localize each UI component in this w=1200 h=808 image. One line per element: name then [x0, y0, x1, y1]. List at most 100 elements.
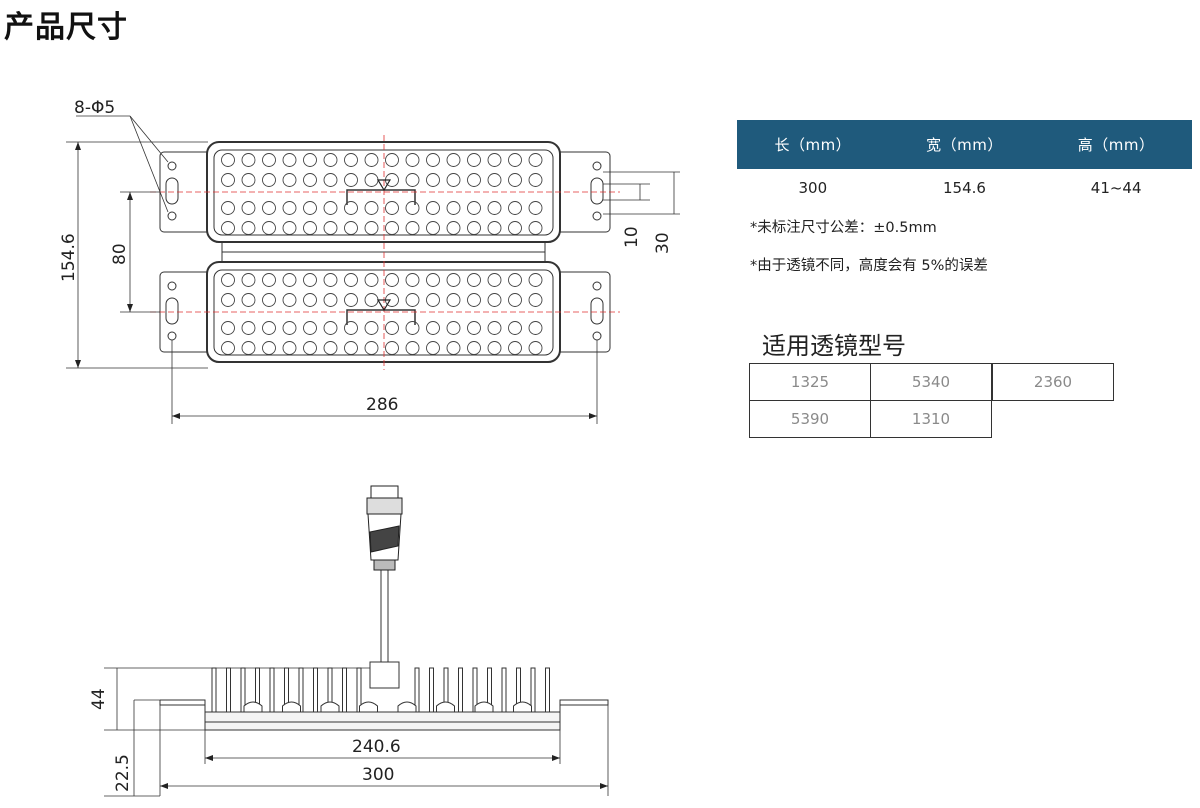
lens-cell-mark [262, 201, 276, 215]
lens-cell-mark [385, 273, 399, 287]
lens-cell-mark [385, 221, 399, 235]
lens-cell-mark [385, 341, 399, 355]
heat-fin [342, 667, 347, 713]
header-length: 长（mm） [737, 120, 889, 169]
lens-cell-mark [282, 321, 297, 335]
label-side-height: 44 [89, 688, 109, 710]
lens-cell-mark [241, 201, 256, 215]
lens-cell-mark [364, 153, 379, 167]
lens-cell-mark [323, 173, 338, 187]
lens-model-cell: 1310 [870, 400, 992, 438]
lens-cell-mark [467, 321, 481, 335]
lens-cell-mark [528, 153, 543, 167]
lens-cell-mark [282, 341, 297, 355]
lens-cell-mark [364, 201, 379, 215]
lens-cell-mark [405, 273, 420, 287]
lens-cell-mark [221, 341, 235, 355]
lens-cell-mark [426, 293, 440, 307]
lens-model-cell: 5390 [749, 400, 871, 438]
spec-table: 长（mm） 宽（mm） 高（mm） 300 154.6 41~44 [737, 120, 1192, 207]
lens-cell-mark [344, 201, 358, 215]
lens-cell-mark [303, 321, 317, 335]
lens-cell-mark [426, 321, 440, 335]
lens-cell-mark [262, 341, 276, 355]
mount-hole [167, 331, 177, 341]
lens-cell-mark [262, 221, 276, 235]
lens-cell-mark [262, 173, 276, 187]
lens-cell-mark [508, 321, 522, 335]
lens-cell-mark [303, 273, 317, 287]
lens-cell-mark [446, 341, 461, 355]
heat-fin [211, 667, 217, 713]
lens-cell-mark [426, 153, 440, 167]
lens-cell-mark [323, 221, 338, 235]
page-title: 产品尺寸 [4, 10, 128, 45]
lens-cell-mark [385, 321, 399, 335]
lens-cell-mark [467, 293, 481, 307]
lens-model-cell: 5340 [870, 363, 992, 401]
mount-hole [592, 331, 602, 341]
lens-cell-mark [221, 221, 235, 235]
lens-cell-mark [426, 221, 440, 235]
label-slot-30: 30 [653, 232, 673, 254]
lens-cell-mark [487, 201, 502, 215]
lens-cell-mark [446, 293, 461, 307]
mount-hole [167, 161, 177, 171]
slot [590, 177, 604, 205]
lens-cell-mark [446, 273, 461, 287]
lens-cell-mark [303, 341, 317, 355]
heat-fin [269, 667, 275, 713]
lens-cell-mark [323, 153, 338, 167]
dimension-drawing: 8-Φ5 154.6 80 10 30 286 [59, 98, 680, 797]
lens-cell-mark [446, 221, 461, 235]
label-spacing: 80 [110, 243, 130, 265]
lens-cell-mark [405, 341, 420, 355]
lens-title: 适用透镜型号 [762, 332, 906, 360]
lens-cell-mark [487, 321, 502, 335]
lens-bump [513, 701, 532, 713]
label-inner-width: 240.6 [352, 737, 401, 757]
lens-cell-mark [405, 321, 420, 335]
lens-cell-mark [344, 221, 358, 235]
lens-cell-mark [508, 341, 522, 355]
lens-cell-mark [508, 153, 522, 167]
lens-cell-mark [426, 173, 440, 187]
lens-cell-mark [241, 341, 256, 355]
lens-cell-mark [528, 221, 543, 235]
lens-cell-mark [221, 173, 235, 187]
tolerance-note: *未标注尺寸公差：±0.5mm [750, 220, 937, 236]
heat-fin [545, 667, 550, 713]
lens-cell-mark [385, 153, 399, 167]
cable-gland [369, 661, 400, 689]
lens-cell-mark [467, 273, 481, 287]
lens-cell-mark [405, 293, 420, 307]
lens-cell-mark [282, 173, 297, 187]
lens-cell-mark [364, 341, 379, 355]
slot [590, 297, 604, 325]
lens-cell-mark [282, 153, 297, 167]
lens-cell-mark [282, 221, 297, 235]
lens-cell-mark [508, 201, 522, 215]
value-height: 41~44 [1090, 179, 1142, 197]
lens-cell-mark [446, 201, 461, 215]
lens-cell-mark [241, 173, 256, 187]
lens-cell-mark [241, 153, 256, 167]
lens-cell-mark [344, 173, 358, 187]
lens-cell-mark [303, 201, 317, 215]
lens-cell-mark [528, 341, 543, 355]
lens-bump [243, 701, 263, 713]
lens-cell-mark [282, 273, 297, 287]
lens-cell-mark [364, 221, 379, 235]
mount-hole [167, 211, 177, 221]
lens-cell-mark [467, 221, 481, 235]
lens-cell-mark [508, 221, 522, 235]
lens-cell-mark [364, 273, 379, 287]
mount-hole [592, 281, 602, 291]
lens-cell-mark [426, 201, 440, 215]
lens-cell-mark [344, 153, 358, 167]
lens-cell-mark [426, 273, 440, 287]
lens-cell-mark [364, 321, 379, 335]
header-height: 高（mm） [1040, 120, 1192, 169]
lens-cell-mark [487, 273, 502, 287]
lens-cell-mark [323, 321, 338, 335]
